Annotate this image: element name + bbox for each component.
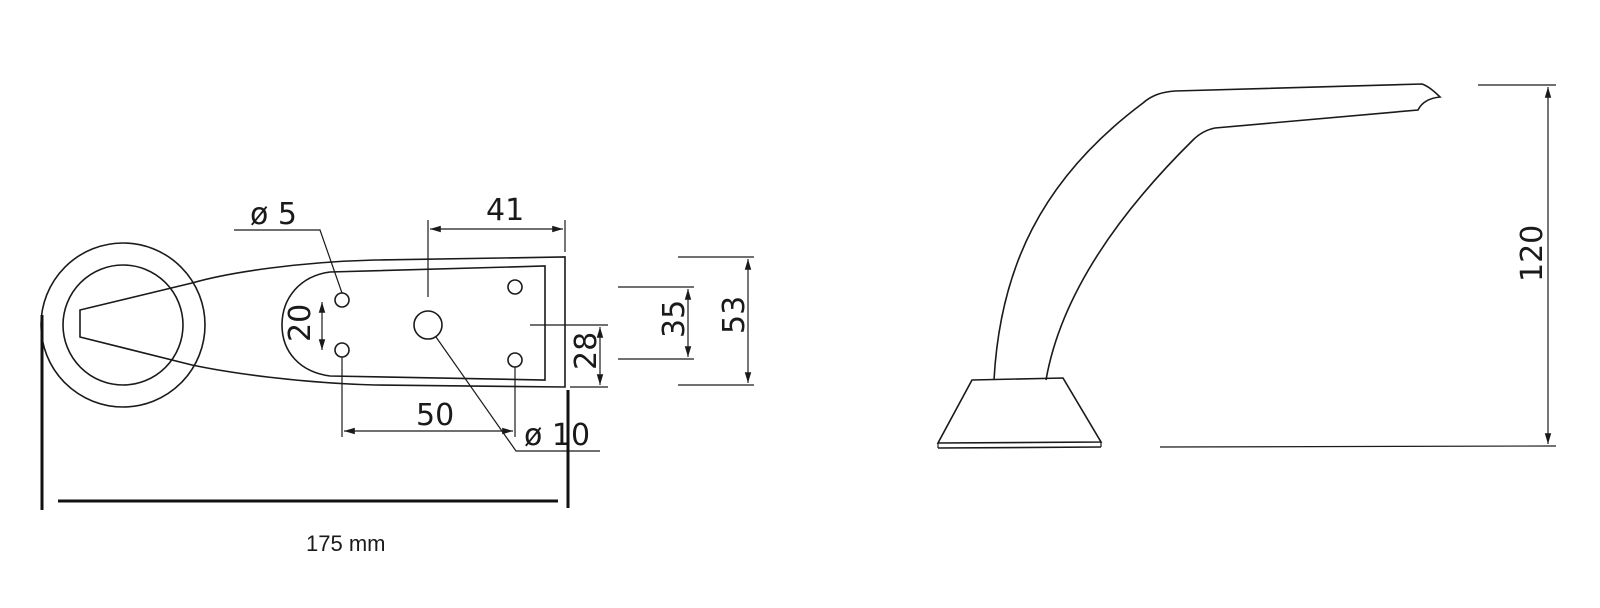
label-total-length: 175 mm — [306, 531, 385, 556]
label-dim-53: 53 — [717, 296, 752, 334]
label-dim-50: 50 — [416, 398, 454, 433]
hole-small-4 — [507, 352, 523, 368]
hole-small-1 — [334, 292, 350, 308]
label-dim-28: 28 — [569, 332, 604, 370]
label-dim-20: 20 — [283, 304, 318, 342]
leader-hole-small — [234, 229, 343, 294]
top-view: ø 5 41 20 50 ø 10 28 35 53 — [40, 193, 754, 556]
arm-curve-outline — [993, 83, 1442, 381]
base-foot — [936, 377, 1103, 444]
mounting-plate-outline — [281, 265, 546, 381]
leader-hole-large — [435, 336, 600, 452]
label-dim-120: 120 — [1515, 225, 1550, 282]
hole-large — [413, 310, 443, 340]
hole-small-2 — [334, 342, 350, 358]
arm-outline — [79, 256, 566, 388]
hole-small-3 — [507, 279, 523, 295]
wheel-outer — [40, 242, 206, 408]
side-view: 120 — [936, 83, 1557, 449]
label-dim-41: 41 — [486, 193, 524, 228]
label-hole-small: ø 5 — [250, 197, 297, 232]
label-dim-35: 35 — [657, 300, 692, 338]
wheel-inner — [62, 264, 184, 386]
label-hole-large: ø 10 — [524, 418, 590, 453]
